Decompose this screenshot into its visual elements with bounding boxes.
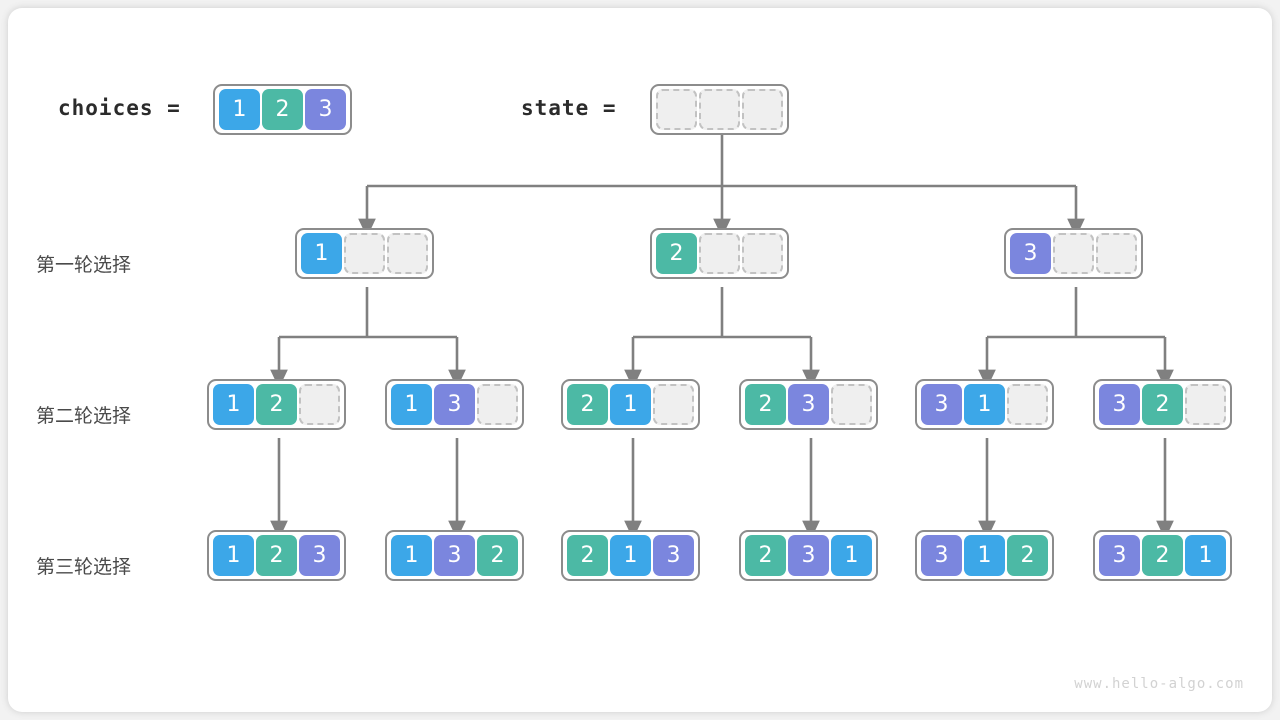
r3n3-cell-2: 3	[653, 535, 694, 576]
r1n1-cell-0: 1	[301, 233, 342, 274]
r2n6-cell-1: 2	[1142, 384, 1183, 425]
r3n4-cell-1: 3	[788, 535, 829, 576]
r3n4-cell-0: 2	[745, 535, 786, 576]
state-cell-0	[656, 89, 697, 130]
state-node-r1-1: 1	[295, 228, 434, 279]
r2n4-cell-0: 2	[745, 384, 786, 425]
r3n6-cell-2: 1	[1185, 535, 1226, 576]
r3n1-cell-2: 3	[299, 535, 340, 576]
state-node-r1-2: 2	[650, 228, 789, 279]
r2n1-cell-2	[299, 384, 340, 425]
watermark: www.hello-algo.com	[1074, 676, 1244, 692]
r3n2-cell-0: 1	[391, 535, 432, 576]
r2n2-cell-2	[477, 384, 518, 425]
r3n3-cell-0: 2	[567, 535, 608, 576]
r2n1-cell-0: 1	[213, 384, 254, 425]
r1n3-cell-1	[1053, 233, 1094, 274]
r1n3-cell-2	[1096, 233, 1137, 274]
r2n3-cell-2	[653, 384, 694, 425]
state-label: state =	[521, 96, 617, 120]
r2n2-cell-0: 1	[391, 384, 432, 425]
r3n6-cell-0: 3	[1099, 535, 1140, 576]
r3n5-cell-2: 2	[1007, 535, 1048, 576]
r2n3-cell-0: 2	[567, 384, 608, 425]
state-array	[650, 84, 789, 135]
r1n3-cell-0: 3	[1010, 233, 1051, 274]
r2n5-cell-2	[1007, 384, 1048, 425]
row-label-round-2: 第二轮选择	[36, 405, 132, 427]
r2n1-cell-1: 2	[256, 384, 297, 425]
choices-cell-0: 1	[219, 89, 260, 130]
r3n4-cell-2: 1	[831, 535, 872, 576]
r3n2-cell-1: 3	[434, 535, 475, 576]
r3n5-cell-0: 3	[921, 535, 962, 576]
r2n4-cell-2	[831, 384, 872, 425]
r2n3-cell-1: 1	[610, 384, 651, 425]
choices-cell-2: 3	[305, 89, 346, 130]
choices-label: choices =	[58, 96, 181, 120]
r2n4-cell-1: 3	[788, 384, 829, 425]
r2n5-cell-1: 1	[964, 384, 1005, 425]
r1n1-cell-2	[387, 233, 428, 274]
state-cell-1	[699, 89, 740, 130]
choices-cell-1: 2	[262, 89, 303, 130]
r3n6-cell-1: 2	[1142, 535, 1183, 576]
row-label-round-3: 第三轮选择	[36, 556, 132, 578]
state-node-r1-3: 3	[1004, 228, 1143, 279]
state-cell-2	[742, 89, 783, 130]
r1n1-cell-1	[344, 233, 385, 274]
r1n2-cell-2	[742, 233, 783, 274]
r1n2-cell-1	[699, 233, 740, 274]
r1n2-cell-0: 2	[656, 233, 697, 274]
row-label-round-1: 第一轮选择	[36, 254, 132, 276]
r3n5-cell-1: 1	[964, 535, 1005, 576]
r2n6-cell-2	[1185, 384, 1226, 425]
r3n3-cell-1: 1	[610, 535, 651, 576]
r2n6-cell-0: 3	[1099, 384, 1140, 425]
r3n1-cell-1: 2	[256, 535, 297, 576]
r3n1-cell-0: 1	[213, 535, 254, 576]
r2n5-cell-0: 3	[921, 384, 962, 425]
r2n2-cell-1: 3	[434, 384, 475, 425]
r3n2-cell-2: 2	[477, 535, 518, 576]
